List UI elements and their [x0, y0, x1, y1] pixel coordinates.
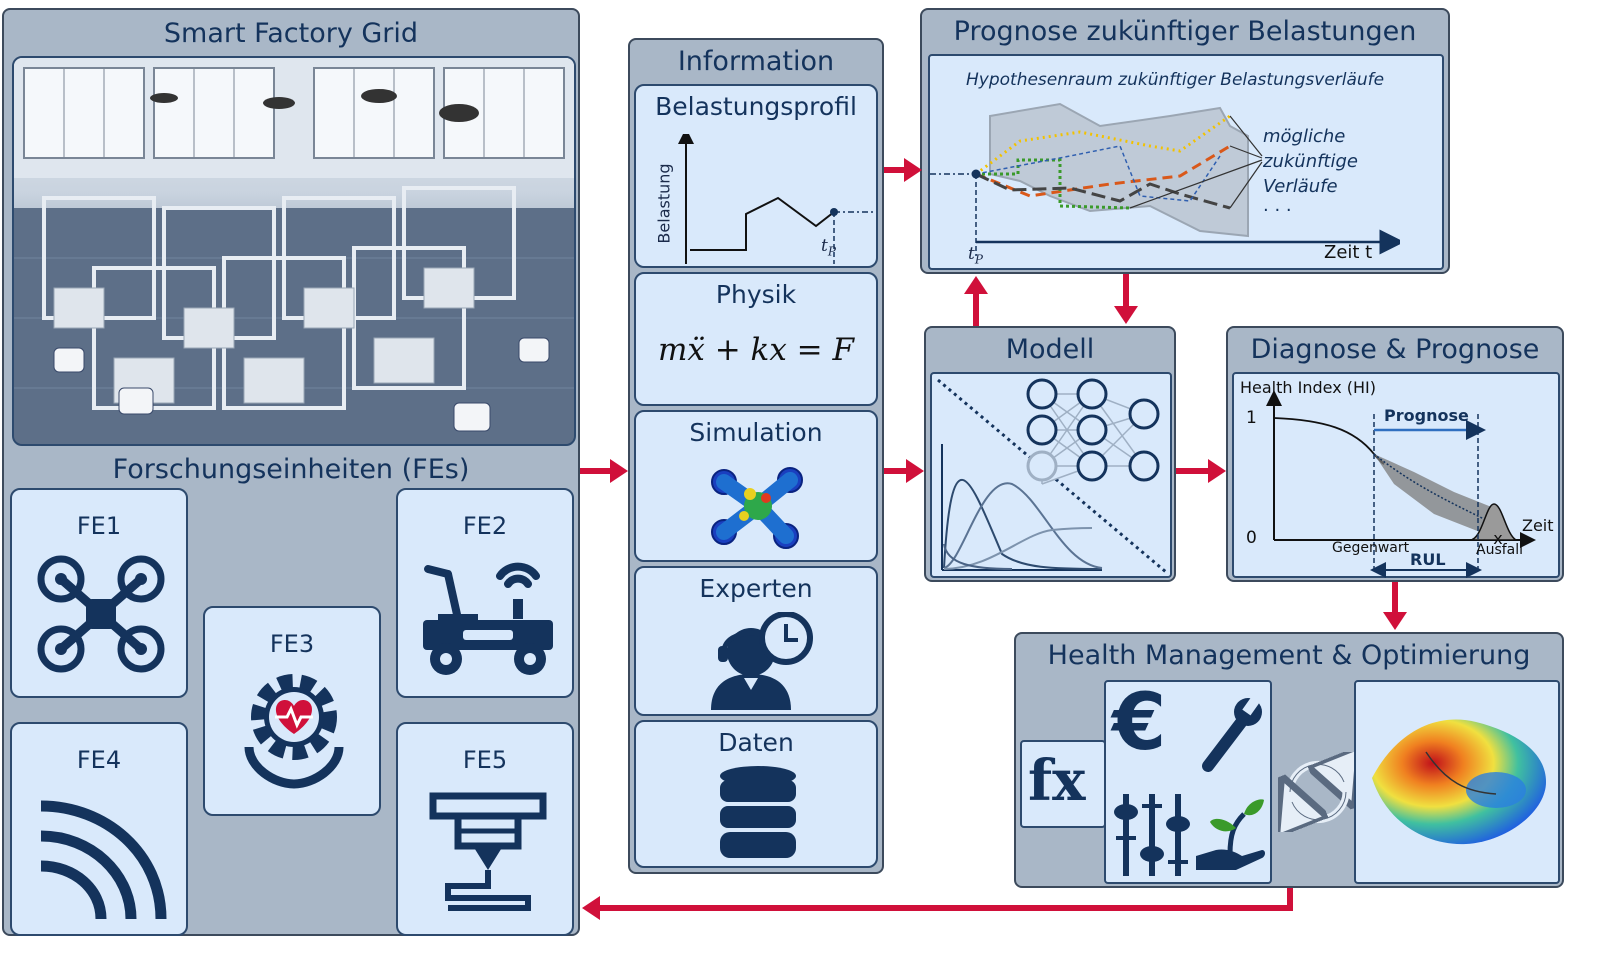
expert-headset-icon — [711, 612, 813, 710]
modell-panel: Modell — [924, 326, 1176, 582]
hypothesis-label: Hypothesenraum zukünftiger Belastungsver… — [966, 70, 1385, 90]
prognose-panel: Prognose zukünftiger Belastungen Hypothe… — [920, 8, 1450, 274]
robot-vehicle-icon — [423, 562, 553, 675]
signal-waves-icon — [40, 800, 167, 920]
health-gear-icon — [244, 674, 344, 789]
daten-card: Daten — [634, 720, 878, 868]
possible-label-3: Verläufe — [1263, 176, 1338, 197]
health-index-chart: x — [1266, 390, 1536, 578]
prognose-span-label: Prognose — [1384, 406, 1469, 425]
factory-illustration — [12, 56, 576, 446]
fe4-card: FE4 — [10, 722, 188, 936]
possible-label-2: zukünftige — [1263, 151, 1358, 172]
optimization-card — [1354, 680, 1560, 884]
ausfall-label: Ausfall — [1476, 542, 1524, 558]
fe1-card: FE1 — [10, 488, 188, 698]
drone-icon — [37, 555, 165, 673]
database-icon — [720, 766, 796, 858]
hi-one-label: 1 — [1246, 408, 1257, 428]
health-management-title: Health Management & Optimierung — [1047, 640, 1531, 671]
euro-icon: € — [1112, 678, 1167, 768]
optimization-surface-icon — [1372, 719, 1546, 845]
diagnose-title: Diagnose & Prognose — [1250, 334, 1540, 365]
diagnose-chart-card: Health Index (HI) x 1 0 Prognose Zeit Ge… — [1232, 372, 1560, 578]
neural-network-icon — [937, 378, 1167, 574]
daten-title: Daten — [718, 728, 794, 757]
health-management-panel: Health Management & Optimierung fx € — [1014, 632, 1564, 888]
belastungsprofil-title: Belastungsprofil — [655, 92, 857, 121]
smart-factory-title: Smart Factory Grid — [163, 18, 419, 49]
fe1-label: FE1 — [76, 512, 122, 540]
experten-card: Experten — [634, 566, 878, 716]
3d-printer-icon — [429, 792, 547, 911]
hi-axis-label: Health Index (HI) — [1240, 378, 1376, 397]
possible-label-1: mögliche — [1263, 126, 1346, 147]
future-load-chart — [930, 102, 1400, 256]
plant-hand-icon — [1196, 799, 1265, 870]
smart-factory-panel: Smart Factory Grid — [2, 8, 580, 936]
belastungsprofil-card: Belastungsprofil Belastung tP — [634, 84, 878, 268]
prognose-title: Prognose zukünftiger Belastungen — [953, 16, 1417, 47]
fe3-card: FE3 — [203, 606, 381, 816]
rul-label: RUL — [1410, 550, 1446, 569]
ellipsis-label: · · · — [1263, 200, 1292, 221]
physik-title: Physik — [715, 280, 797, 309]
simulation-title: Simulation — [689, 418, 823, 447]
zeit-label: Zeit — [1522, 516, 1554, 535]
physik-card: Physik mẍ + kx = F — [634, 272, 878, 406]
physics-equation: mẍ + kx = F — [657, 332, 855, 368]
function-card: fx — [1020, 740, 1106, 828]
sliders-icon — [1114, 794, 1190, 876]
actions-card: € — [1104, 678, 1272, 884]
fe5-card: FE5 — [396, 722, 574, 936]
prognose-tp-label: tP — [968, 244, 983, 267]
simulation-card: Simulation — [634, 410, 878, 562]
diagnose-panel: Diagnose & Prognose Health Index (HI) x … — [1226, 326, 1564, 582]
modell-card — [930, 372, 1172, 578]
svg-text:x: x — [1493, 529, 1502, 548]
information-title: Information — [677, 46, 835, 77]
tp-tick-label: tP — [821, 236, 836, 259]
fe4-label: FE4 — [76, 746, 122, 774]
function-icon: fx — [1028, 748, 1086, 814]
information-panel: Information Belastungsprofil Belastung t… — [628, 38, 884, 874]
cycle-icon — [1278, 752, 1358, 832]
fe5-label: FE5 — [462, 746, 508, 774]
zeit-axis-label: Zeit t — [1324, 242, 1373, 263]
experten-title: Experten — [699, 574, 813, 603]
fem-simulation-icon — [711, 467, 803, 549]
fe2-card: FE2 — [396, 488, 574, 698]
wrench-icon — [1202, 696, 1262, 772]
hi-zero-label: 0 — [1246, 528, 1257, 548]
gegenwart-label: Gegenwart — [1332, 540, 1410, 556]
load-profile-chart — [678, 134, 876, 264]
prognose-chart-card: Hypothesenraum zukünftiger Belastungsver… — [928, 54, 1444, 270]
fe-section-title: Forschungseinheiten (FEs) — [112, 454, 470, 485]
fe2-label: FE2 — [462, 512, 508, 540]
fe3-label: FE3 — [269, 630, 315, 658]
modell-title: Modell — [1005, 334, 1095, 365]
